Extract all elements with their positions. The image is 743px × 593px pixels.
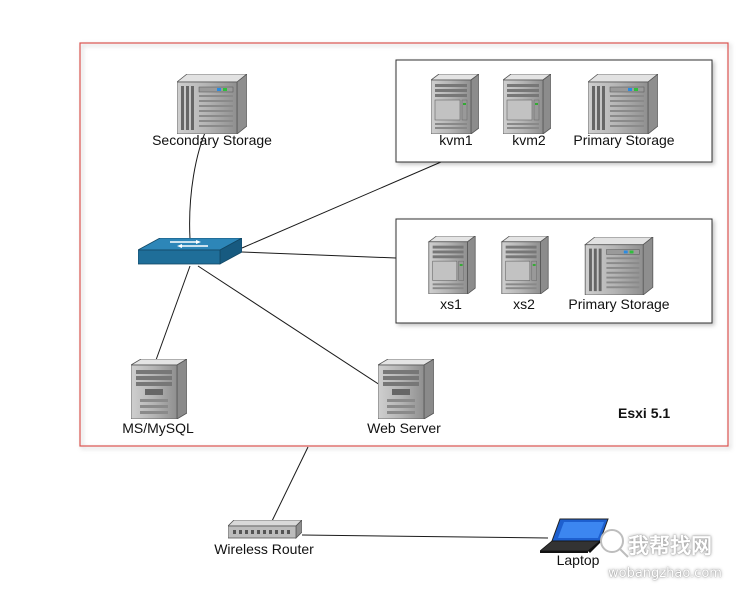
node-label-kvm-primary-storage: Primary Storage bbox=[573, 132, 675, 148]
environment-label: Esxi 5.1 bbox=[618, 405, 671, 421]
tower-server-icon bbox=[131, 359, 187, 419]
node-label-secondary-storage: Secondary Storage bbox=[152, 132, 272, 148]
tower-server-icon bbox=[378, 359, 434, 419]
network-switch-icon bbox=[138, 238, 242, 265]
server-icon bbox=[501, 236, 549, 294]
node-label-xs2: xs2 bbox=[513, 296, 535, 312]
server-icon bbox=[431, 74, 479, 134]
server-icon bbox=[503, 74, 551, 134]
connections bbox=[155, 117, 549, 539]
storage-array-icon bbox=[177, 74, 247, 134]
link-switch-web-server bbox=[197, 265, 381, 386]
router-icon bbox=[228, 520, 302, 539]
node-label-router: Wireless Router bbox=[214, 541, 314, 557]
storage-array-icon bbox=[584, 237, 654, 295]
link-switch-xs-cluster bbox=[241, 251, 397, 259]
link-environment-router bbox=[271, 446, 309, 522]
storage-array-icon bbox=[588, 74, 658, 134]
watermark-url: wobangzhao.com bbox=[608, 566, 722, 581]
node-label-laptop: Laptop bbox=[556, 552, 600, 568]
node-label-xs-primary-storage: Primary Storage bbox=[568, 296, 670, 312]
link-switch-kvm-cluster bbox=[241, 161, 442, 249]
watermark-logo-icon bbox=[600, 529, 629, 558]
server-icon bbox=[428, 236, 476, 294]
link-router-laptop bbox=[301, 534, 549, 539]
watermark-title: 我帮找网 bbox=[628, 534, 712, 558]
node-label-xs1: xs1 bbox=[440, 296, 462, 312]
node-label-web-server: Web Server bbox=[367, 420, 441, 436]
link-switch-db-server bbox=[155, 265, 191, 361]
node-label-kvm1: kvm1 bbox=[439, 132, 473, 148]
node-label-kvm2: kvm2 bbox=[512, 132, 546, 148]
laptop-icon bbox=[540, 518, 609, 553]
node-label-db-server: MS/MySQL bbox=[122, 420, 194, 436]
esxi-environment-frame bbox=[79, 42, 729, 447]
